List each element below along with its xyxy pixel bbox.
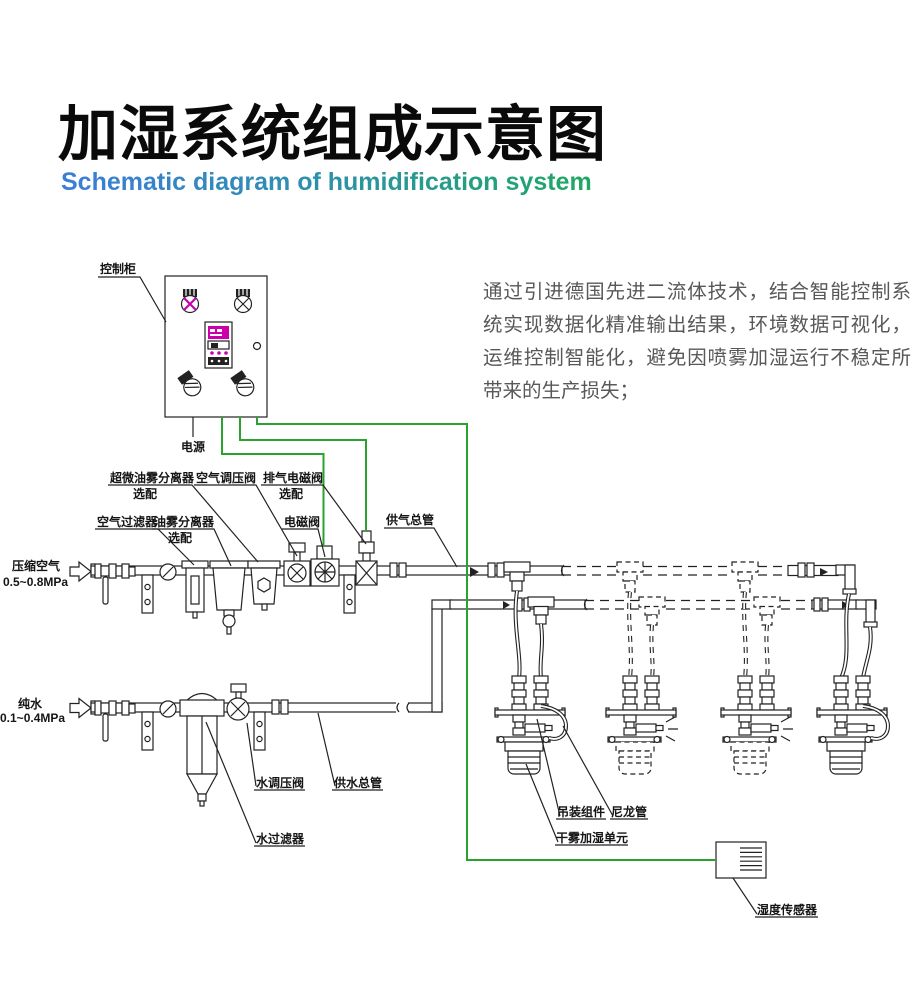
oil-mist-separator-component: [209, 560, 249, 635]
air-pressure-gauge: [159, 563, 177, 581]
label-dry-fog-unit: 干雾加湿单元: [556, 830, 628, 845]
air-bracket-2: [343, 574, 356, 614]
label-optional-1: 选配: [133, 486, 157, 501]
wire-to-exhaust-valve: [239, 417, 367, 531]
label-compressed-air: 压缩空气: [12, 558, 60, 573]
control-wires: [221, 417, 716, 861]
page-subtitle: Schematic diagram of humidification syst…: [61, 168, 592, 196]
solenoid-valve-component: [310, 545, 340, 587]
label-water-pressure: 0.1~0.4MPa: [0, 711, 65, 725]
intro-paragraph: 通过引进德国先进二流体技术，结合智能控制系统实现数据化精准输出结果，环境数据可视…: [483, 281, 911, 402]
humidifier-unit-2: [605, 561, 679, 775]
cabinet-knob-4: [230, 370, 255, 397]
label-humidity-sensor: 湿度传感器: [757, 902, 818, 917]
water-bracket-2: [253, 711, 266, 751]
wire-to-humidity-sensor: [256, 417, 716, 861]
exhaust-solenoid-component: [355, 530, 378, 586]
water-bracket-1: [141, 711, 154, 751]
label-air-filter: 空气过滤器: [97, 514, 158, 529]
label-air-regulator: 空气调压阀: [196, 470, 256, 485]
label-exhaust-solenoid: 排气电磁阀: [263, 470, 323, 485]
cabinet-knob-2: [233, 289, 253, 314]
water-supply-line: [69, 597, 878, 807]
humidifier-units: [494, 561, 891, 775]
air-filter-component: [181, 560, 209, 619]
water-regulator-component: [226, 683, 250, 721]
cabinet-knob-1: [180, 289, 200, 314]
water-inlet-arrow-icon: [69, 697, 92, 719]
callout-leaders: [95, 276, 818, 918]
label-water-filter: 水过滤器: [256, 831, 305, 846]
label-air-header: 供气总管: [385, 512, 434, 527]
air-inlet-valve: [94, 563, 136, 605]
label-power: 电源: [181, 439, 205, 454]
ultra-fine-separator-component: [247, 560, 281, 611]
water-pressure-gauge: [159, 700, 177, 718]
air-regulator-component: [283, 542, 311, 587]
air-supply-line: [69, 530, 857, 635]
control-cabinet: [164, 275, 268, 437]
humidifier-unit-4: [816, 593, 891, 775]
label-oil-separator: 油雾分离器: [154, 514, 215, 529]
page-title: 加湿系统组成示意图: [58, 101, 607, 168]
wire-to-solenoid: [221, 417, 325, 546]
label-nylon-tube: 尼龙管: [611, 804, 647, 819]
label-air-pressure: 0.5~0.8MPa: [3, 575, 68, 589]
water-inlet-valve: [94, 700, 136, 742]
humidity-sensor-box: [715, 841, 767, 879]
label-optional-3: 选配: [168, 530, 192, 545]
label-optional-2: 选配: [279, 486, 303, 501]
diagram-labels: 控制柜 电源 超微油雾分离器 选配 空气调压阀 排气电磁阀 选配 空气过滤器 油…: [0, 261, 818, 917]
label-ultra-fine-separator: 超微油雾分离器: [109, 470, 195, 485]
humidifier-unit-1: [494, 561, 569, 775]
humidifier-unit-3: [720, 561, 794, 775]
cabinet-knob-3: [177, 370, 202, 397]
label-water-regulator: 水调压阀: [256, 775, 304, 790]
label-pure-water: 纯水: [18, 696, 43, 711]
air-bracket-1: [141, 574, 154, 614]
label-solenoid-valve: 电磁阀: [284, 514, 320, 529]
cabinet-controller: [204, 321, 233, 369]
label-hanging-assembly: 吊装组件: [557, 804, 605, 819]
water-filter-component: [179, 692, 225, 807]
label-water-header: 供水总管: [333, 775, 382, 790]
label-control-cabinet: 控制柜: [100, 261, 136, 276]
air-inlet-arrow-icon: [69, 560, 92, 583]
